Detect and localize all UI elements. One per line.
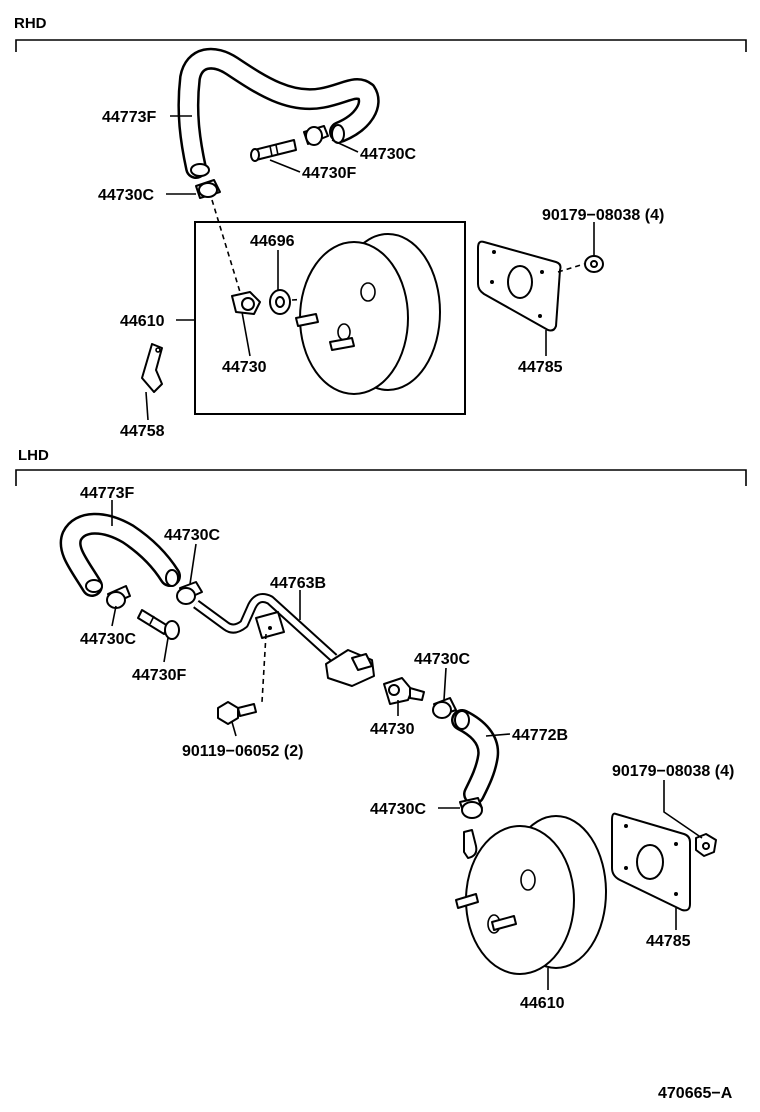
leader-rhd-44730F (269, 159, 301, 173)
label-rhd-90179: 90179−08038 (4) (542, 207, 664, 224)
leader-lhd-90179 (663, 780, 703, 839)
lhd-vacuum-pipe (193, 593, 375, 687)
rhd-section-bracket (15, 39, 747, 52)
leader-lhd-44730F (163, 637, 169, 663)
leader-rhd-44758 (145, 391, 149, 421)
rhd-hose-clip-lower (195, 179, 221, 199)
diagram-code: 470665−A (658, 1085, 733, 1102)
rhd-grommet (269, 289, 291, 315)
leader-lhd-44730C-c (443, 667, 447, 701)
lhd-section-bracket (15, 469, 747, 486)
rhd-hose-clip-upper (303, 125, 329, 146)
rhd-vacuum-hose (177, 47, 380, 179)
label-rhd-44785: 44785 (518, 359, 563, 376)
leader-lhd-44772B (485, 733, 511, 737)
label-lhd-44730C-a: 44730C (80, 631, 136, 648)
label-lhd-44785: 44785 (646, 933, 691, 950)
label-rhd-44730: 44730 (222, 359, 267, 376)
section-label-lhd: LHD (18, 447, 49, 464)
label-rhd-44730C-upper: 44730C (360, 146, 416, 163)
label-lhd-44730F: 44730F (132, 667, 186, 684)
lhd-hose-clip-d (459, 797, 483, 819)
leader-rhd-44730 (241, 311, 251, 357)
rhd-dashed-guide-nut (557, 263, 585, 273)
lhd-short-hose (451, 709, 500, 805)
lhd-bolt (217, 701, 257, 725)
label-rhd-44773F: 44773F (102, 109, 156, 126)
rhd-gasket-plate (477, 240, 562, 332)
rhd-dashed-guide-valve (211, 199, 241, 293)
label-rhd-44730C-lower: 44730C (98, 187, 154, 204)
lhd-nut (695, 833, 717, 857)
lhd-hose-clip-b (176, 581, 203, 605)
label-rhd-44610: 44610 (120, 313, 165, 330)
leader-lhd-90119 (231, 721, 237, 737)
label-lhd-90179: 90179−08038 (4) (612, 763, 734, 780)
label-lhd-44730C-c: 44730C (414, 651, 470, 668)
lhd-hose-clip-c (432, 697, 457, 719)
label-lhd-44763B: 44763B (270, 575, 326, 592)
leader-rhd-44730C-upper (331, 139, 359, 153)
rhd-union-fitting (250, 139, 297, 162)
label-rhd-44696: 44696 (250, 233, 295, 250)
lhd-vacuum-hose (59, 512, 181, 597)
rhd-booster-assembly-box (194, 221, 466, 415)
label-rhd-44730F: 44730F (302, 165, 356, 182)
lhd-gasket-plate (611, 812, 691, 912)
leader-lhd-44730C-a (111, 605, 117, 627)
label-lhd-44610: 44610 (520, 995, 565, 1012)
rhd-check-valve (231, 291, 261, 315)
label-lhd-44773F: 44773F (80, 485, 134, 502)
label-lhd-90119: 90119−06052 (2) (182, 743, 303, 760)
lhd-dashed-guide-bolt (261, 633, 267, 703)
rhd-bracket (141, 343, 163, 393)
leader-lhd-44730C-b (189, 543, 197, 585)
lhd-union-fitting (137, 609, 180, 640)
label-lhd-44730: 44730 (370, 721, 415, 738)
rhd-nut (584, 255, 604, 273)
lhd-check-valve (383, 677, 425, 705)
lhd-brake-booster (455, 815, 607, 975)
label-lhd-44730C-b: 44730C (164, 527, 220, 544)
rhd-brake-booster (295, 233, 441, 395)
label-rhd-44758: 44758 (120, 423, 165, 440)
lhd-hose-clip-a (106, 585, 131, 609)
section-label-rhd: RHD (14, 15, 47, 32)
label-lhd-44730C-d: 44730C (370, 801, 426, 818)
label-lhd-44772B: 44772B (512, 727, 568, 744)
